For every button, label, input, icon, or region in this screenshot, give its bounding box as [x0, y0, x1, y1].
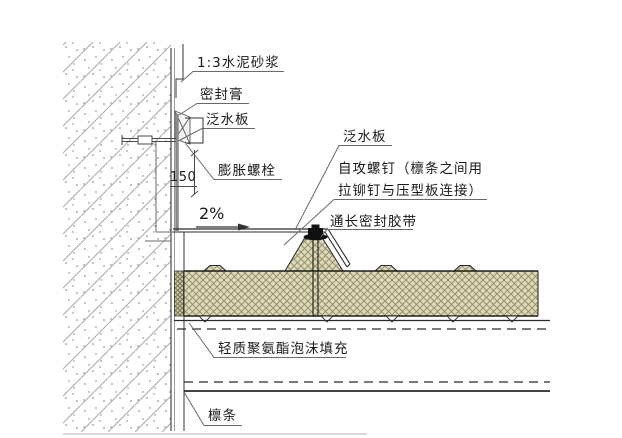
screw-head: [308, 228, 323, 236]
wall-recess-lines: [145, 141, 173, 242]
panel-mini-rib: [452, 264, 478, 272]
leader-cement-mortar: [180, 71, 284, 83]
panel-seam-rib: [284, 238, 344, 272]
label-cement-mortar: 1:3水泥砂浆: [197, 55, 280, 71]
label-purlin: 檩条: [208, 407, 237, 424]
label-sealant: 密封膏: [200, 86, 244, 103]
leader-sealant: [178, 103, 249, 116]
slope-arrow: 2%: [196, 204, 250, 231]
label-sealing-tape: 通长密封胶带: [330, 213, 417, 230]
fastener-screw: [303, 224, 328, 316]
screw-head-top: [311, 224, 320, 230]
leader-self-tapping-screw: [283, 199, 487, 246]
flashing-top-hem: [185, 117, 204, 144]
mortar-groove-profile: [175, 44, 184, 98]
dimension-150: 150: [170, 149, 199, 198]
foam-fill-strip: [174, 270, 184, 317]
annotation-leaders: [178, 71, 487, 426]
leader-sealing-tape: [320, 229, 413, 238]
label-self-tapping-screw-line1: 自攻螺钉（檩条之间用: [338, 160, 483, 177]
expansion-bolt: [121, 135, 176, 145]
liner-and-purlin-lines: [174, 319, 550, 392]
slope-text: 2%: [199, 204, 224, 223]
panel-mini-rib: [373, 264, 399, 272]
wall-hatch: [63, 42, 171, 432]
roof-panel: [184, 238, 539, 323]
panel-bottom-dimples: [197, 315, 520, 323]
label-expansion-bolt: 膨胀螺栓: [218, 163, 276, 179]
label-foam-fill: 轻质聚氨酯泡沫填充: [218, 341, 349, 357]
anchor-sleeve: [137, 135, 153, 145]
label-self-tapping-screw-line2: 拉铆钉与压型板连接）: [338, 182, 483, 199]
leader-expansion-bolt: [185, 143, 282, 180]
label-flashing-left: 泛水板: [206, 112, 250, 128]
dimension-150-text: 150: [170, 170, 196, 185]
label-flashing-right: 泛水板: [343, 129, 387, 145]
leader-foam-fill: [188, 322, 346, 358]
leader-purlin: [183, 391, 242, 426]
panel-mini-rib: [202, 264, 228, 272]
leader-flashing-left: [179, 128, 255, 141]
leader-flashing-right: [294, 145, 392, 231]
